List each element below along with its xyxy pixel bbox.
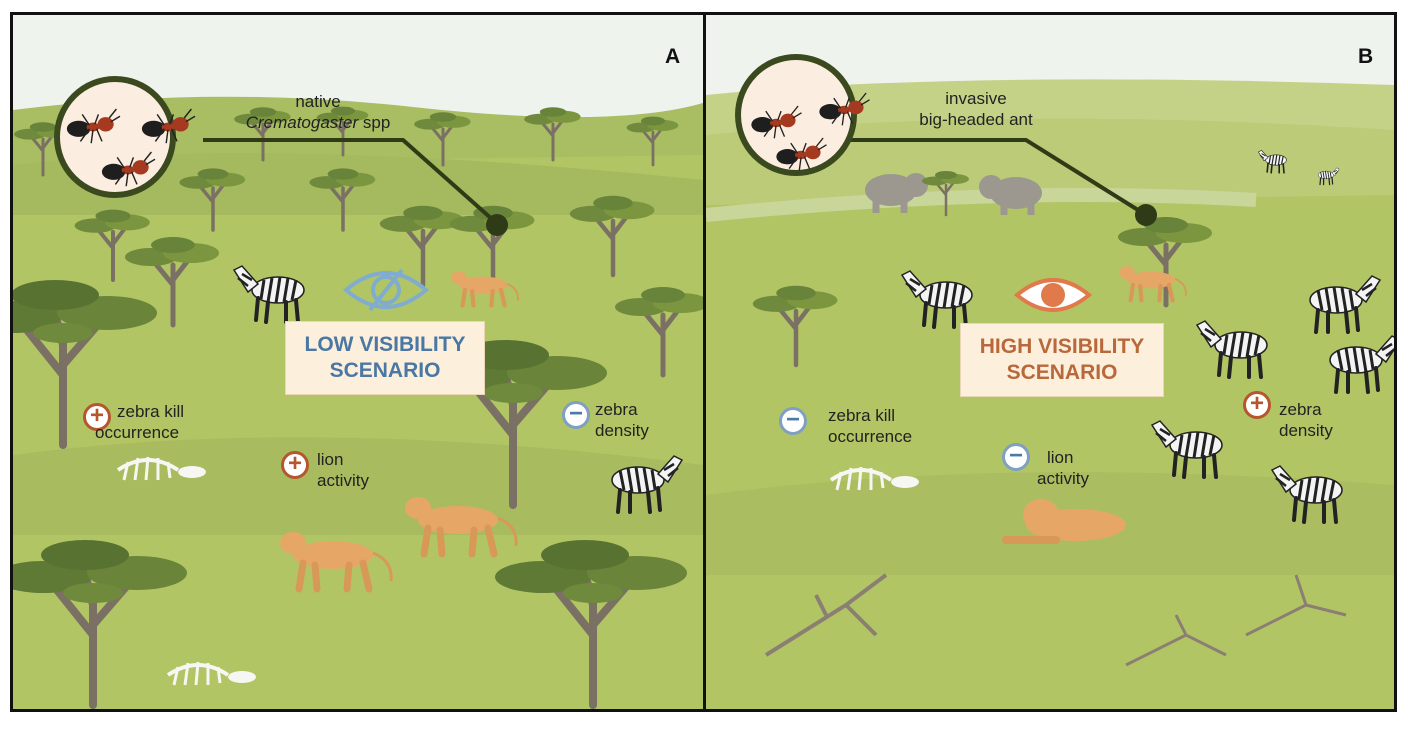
ant-leader-line: [846, 138, 1140, 212]
ant-location-dot: [486, 214, 508, 236]
ant-location-dot: [1135, 204, 1157, 226]
eye-slash-icon: [342, 268, 430, 312]
ant-label-line2: big-headed ant: [919, 110, 1033, 129]
lion-activity-label: lion activity: [317, 450, 369, 490]
ant-label-line1: native: [295, 92, 341, 111]
dead-branch: [1245, 574, 1347, 637]
lion-activity-label: lion activity: [1037, 448, 1089, 488]
scenario-box: HIGH VISIBILITY SCENARIO: [960, 323, 1164, 397]
scenario-line1: LOW VISIBILITY: [304, 333, 466, 356]
zebra-kill-label: zebra kill occurrence: [95, 402, 185, 442]
dead-branch: [764, 573, 888, 657]
elephant: [865, 173, 928, 213]
panel-b: B invasive big-headed ant HIGH VISIBILIT…: [703, 12, 1397, 712]
scenario-line1: HIGH VISIBILITY: [979, 335, 1145, 358]
panel-a: A native Crematogaster spp LOW VISIBILIT…: [10, 12, 706, 712]
negative-sign-icon: −: [1002, 443, 1030, 471]
ant-genus: Crematogaster: [245, 113, 359, 132]
scenario-box: LOW VISIBILITY SCENARIO: [285, 321, 485, 395]
savanna-background: [13, 15, 703, 709]
zebra-density-label: zebra density: [1279, 400, 1333, 440]
scenario-line2: SCENARIO: [329, 359, 441, 382]
negative-sign-icon: −: [562, 401, 590, 429]
ant-genus-suffix: spp: [358, 113, 391, 132]
zebra-density-label: zebra density: [595, 400, 649, 440]
elephant: [979, 175, 1042, 215]
panel-letter: B: [1358, 45, 1374, 68]
ant-circle: [735, 54, 857, 176]
eye-icon: [1013, 278, 1093, 312]
ant-label: native Crematogaster spp: [218, 91, 418, 133]
scenario-line2: SCENARIO: [1006, 361, 1118, 384]
resting-lion: [1002, 499, 1126, 544]
negative-sign-icon: −: [779, 407, 807, 435]
positive-sign-icon: +: [83, 403, 111, 431]
dead-branch: [1125, 614, 1227, 667]
positive-sign-icon: +: [1243, 391, 1271, 419]
ant-leader-line: [203, 138, 495, 222]
panel-letter: A: [665, 45, 681, 68]
zebra-kill-label: zebra kill occurrence: [828, 406, 913, 446]
ant-label-line1: invasive: [945, 89, 1007, 108]
ant-label: invasive big-headed ant: [906, 88, 1046, 130]
positive-sign-icon: +: [281, 451, 309, 479]
